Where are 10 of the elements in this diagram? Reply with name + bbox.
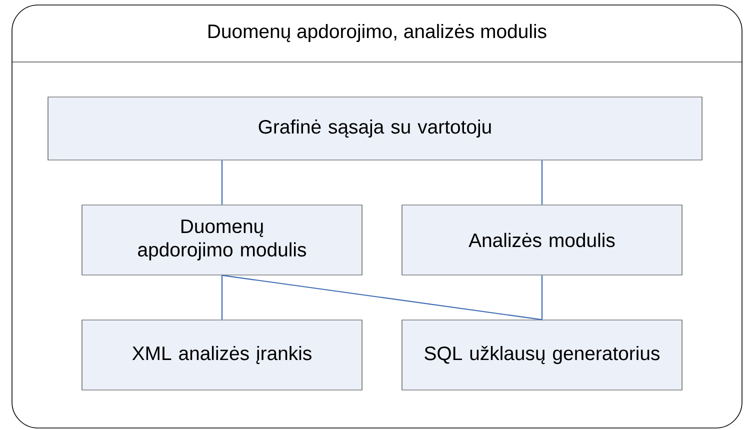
connector-line — [221, 275, 223, 320]
connector-line — [221, 160, 223, 205]
connector-line — [222, 274, 542, 320]
connector-line — [541, 275, 543, 320]
module-box: Grafinė sąsaja su vartotoju — [48, 96, 702, 160]
module-box: Duomenų apdorojimo modulis — [82, 204, 362, 276]
module-box: XML analizės įrankis — [82, 320, 362, 390]
connector-line — [541, 160, 543, 205]
module-box: SQL užklausų generatorius — [402, 320, 682, 390]
module-box: Analizės modulis — [402, 204, 682, 276]
